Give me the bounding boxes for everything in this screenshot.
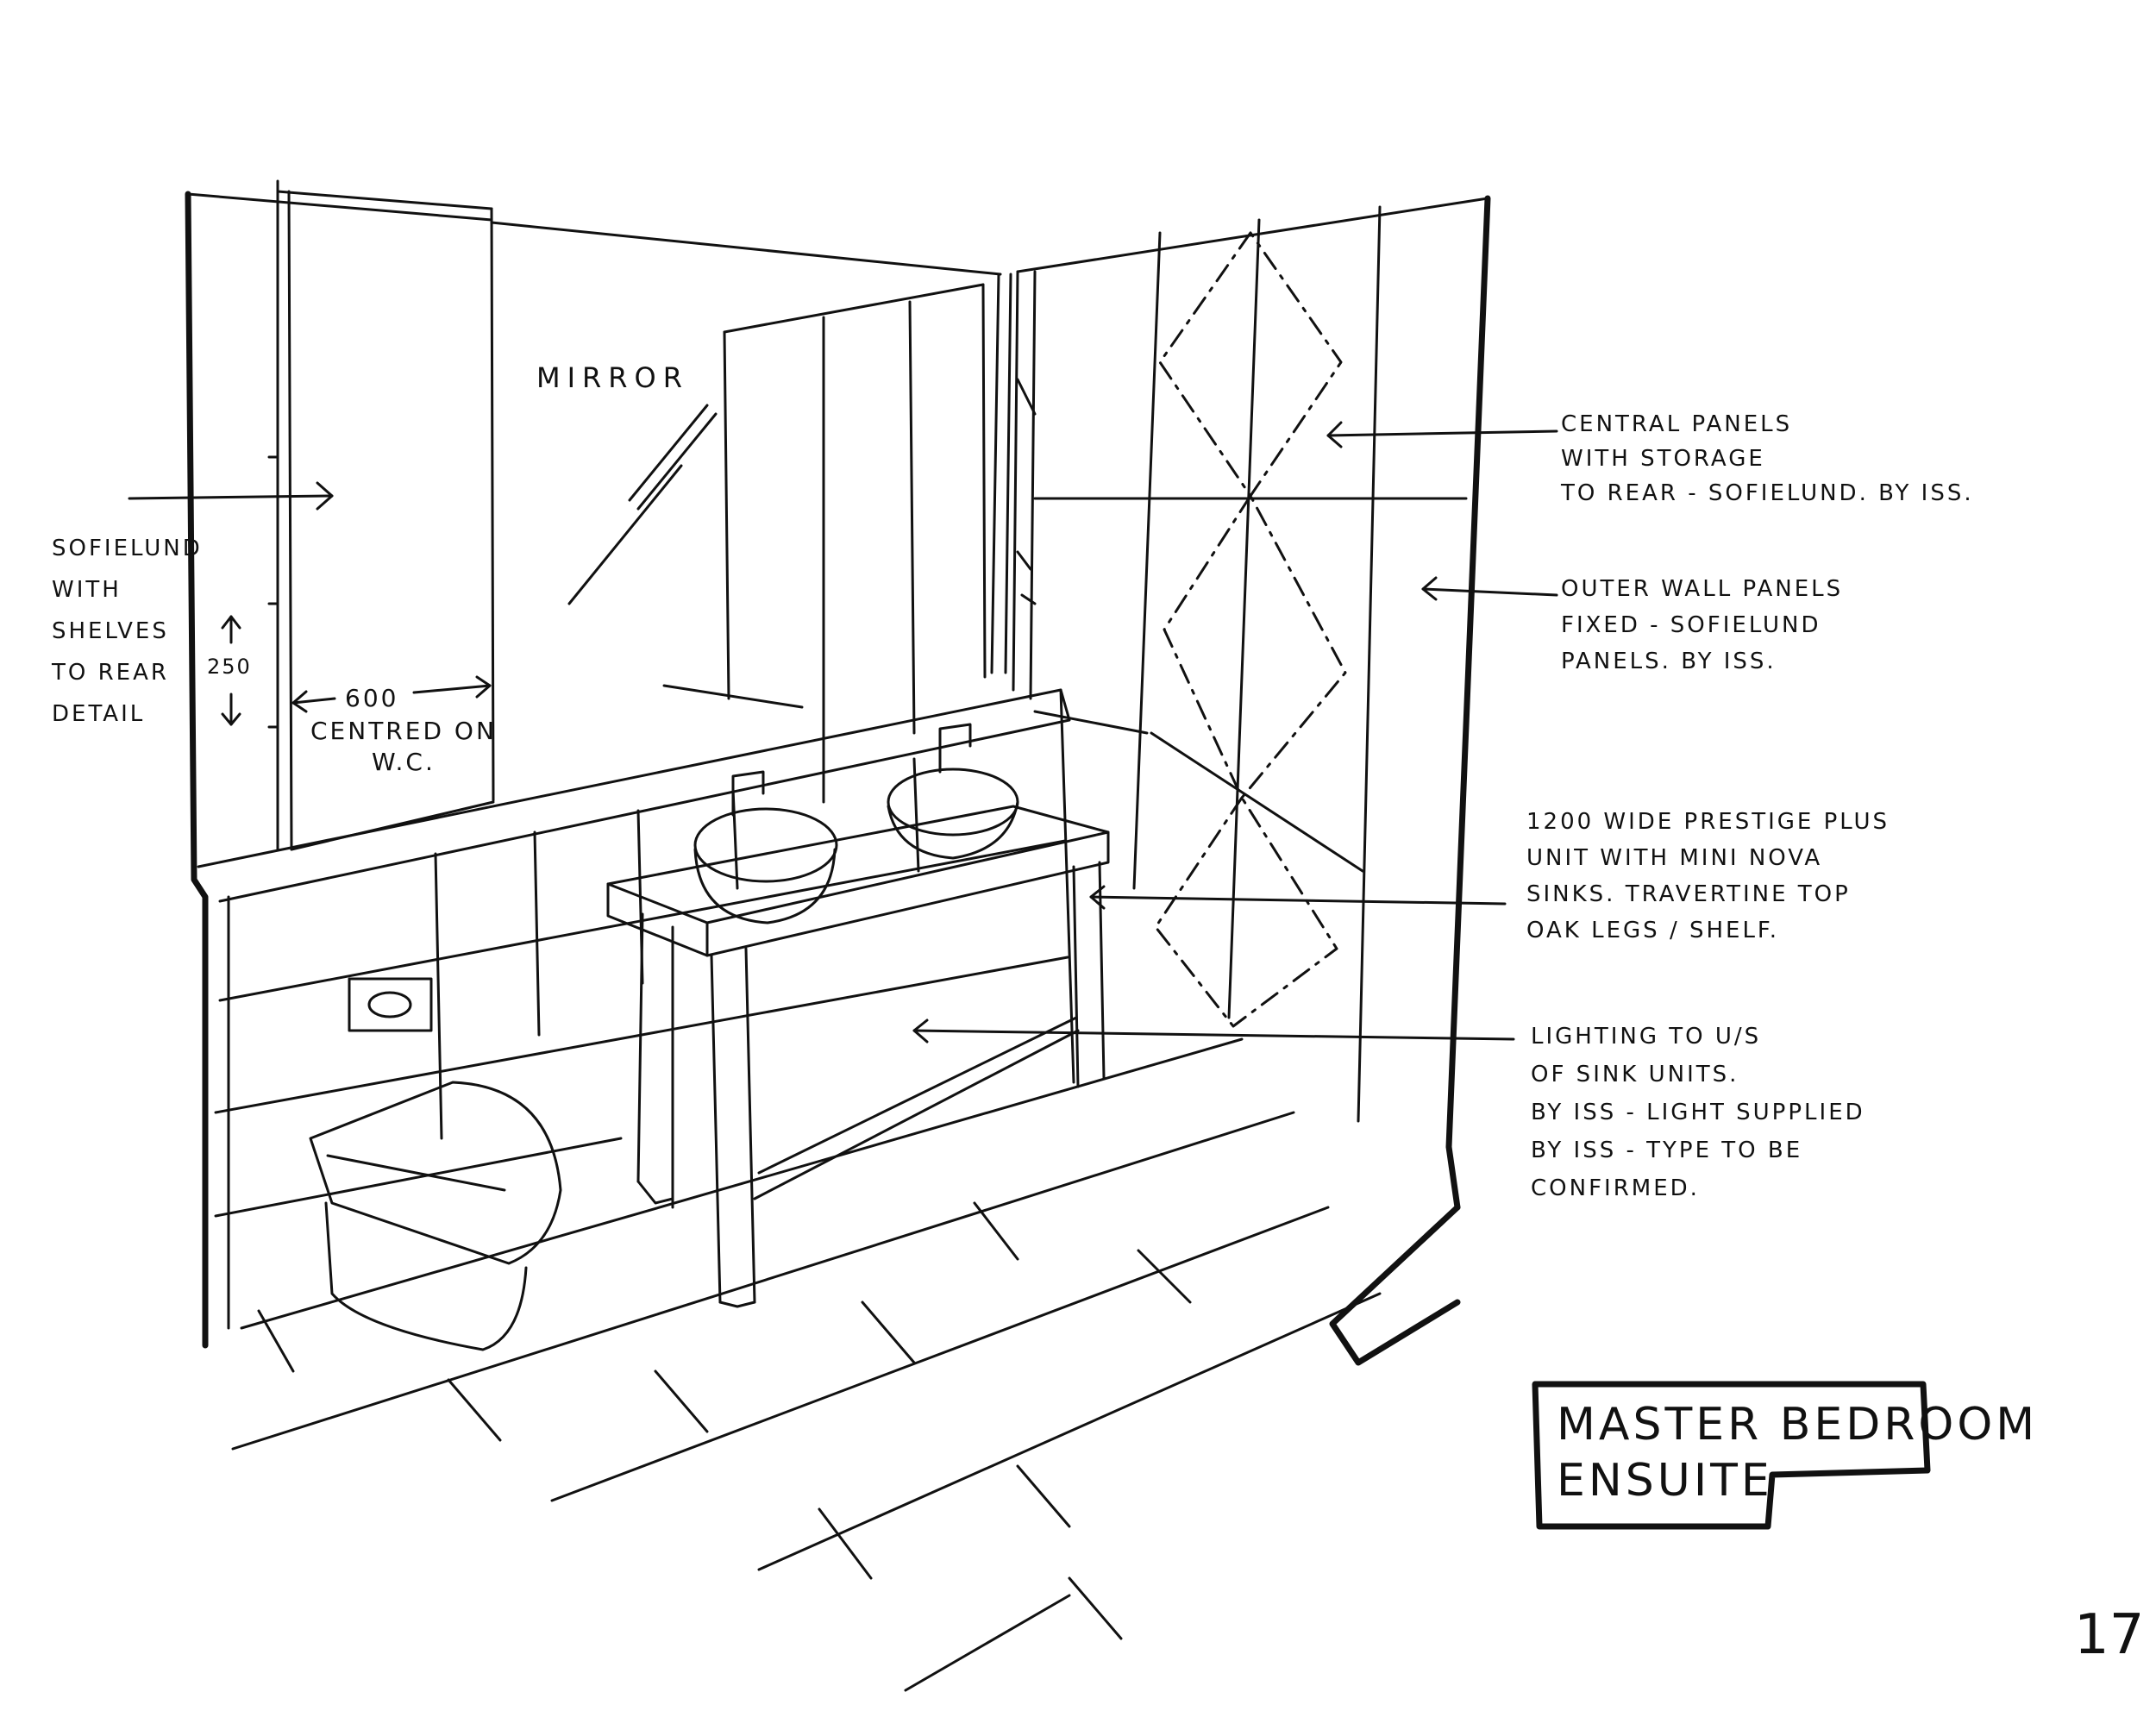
note-lighting-line-3: BY ISS - LIGHT SUPPLIED — [1531, 1100, 1865, 1125]
note-sofielund-shelves-line-1: SOFIELUND — [52, 536, 203, 561]
note-lighting-line-4: BY ISS - TYPE TO BE — [1531, 1137, 1803, 1163]
central-panel-pattern — [1154, 231, 1347, 1028]
note-central-panels-line-2: WITH STORAGE — [1561, 446, 1765, 472]
leaders-and-dimensions — [128, 421, 1558, 1043]
note-centred-on-wc-line-1: CENTRED ON — [310, 717, 497, 745]
note-sofielund-shelves: SOFIELUND WITH SHELVES TO REAR DETAIL — [52, 528, 203, 735]
note-sofielund-shelves-line-4: TO REAR — [52, 660, 169, 686]
title-box-outline — [1532, 1381, 1931, 1530]
note-lighting: LIGHTING TO U/S OF SINK UNITS. BY ISS - … — [1531, 1018, 1865, 1207]
note-sofielund-shelves-line-2: WITH — [52, 577, 122, 603]
note-outer-wall-panels-line-3: PANELS. BY ISS. — [1561, 649, 1777, 674]
note-centred-on-wc-line-2: W.C. — [372, 748, 436, 776]
note-sofielund-shelves-line-5: DETAIL — [52, 701, 146, 727]
note-vanity-unit-line-3: SINKS. TRAVERTINE TOP — [1526, 881, 1851, 907]
note-outer-wall-panels: OUTER WALL PANELS FIXED - SOFIELUND PANE… — [1561, 571, 1843, 680]
sheet-title: MASTER BEDROOM ENSUITE — [1557, 1397, 2038, 1509]
note-lighting-line-2: OF SINK UNITS. — [1531, 1062, 1739, 1087]
sheet-title-line-1: MASTER BEDROOM — [1557, 1399, 2039, 1451]
wall-lines — [186, 179, 1489, 1692]
note-centred-on-wc: CENTRED ON W.C. — [310, 716, 497, 778]
note-central-panels: CENTRAL PANELS WITH STORAGE TO REAR - SO… — [1561, 407, 1974, 511]
note-mirror: MIRROR — [536, 361, 689, 394]
note-vanity-unit-line-4: OAK LEGS / SHELF. — [1526, 918, 1779, 943]
note-vanity-unit-line-2: UNIT WITH MINI NOVA — [1526, 845, 1823, 871]
note-lighting-line-5: CONFIRMED. — [1531, 1175, 1700, 1201]
note-vanity-unit-line-1: 1200 WIDE PRESTIGE PLUS — [1526, 809, 1890, 835]
page-number: 17 — [2074, 1603, 2145, 1667]
sheet-title-line-2: ENSUITE — [1557, 1455, 1773, 1507]
dimension-250: 250 — [207, 655, 252, 679]
note-outer-wall-panels-line-2: FIXED - SOFIELUND — [1561, 612, 1821, 638]
note-central-panels-line-1: CENTRAL PANELS — [1561, 411, 1793, 437]
note-lighting-line-1: LIGHTING TO U/S — [1531, 1024, 1762, 1050]
note-central-panels-line-3: TO REAR - SOFIELUND. BY ISS. — [1561, 480, 1974, 506]
note-vanity-unit: 1200 WIDE PRESTIGE PLUS UNIT WITH MINI N… — [1526, 804, 1890, 949]
dimension-600: 600 — [345, 684, 399, 712]
room-outline — [185, 191, 1491, 1366]
note-sofielund-shelves-line-3: SHELVES — [52, 618, 169, 644]
note-outer-wall-panels-line-1: OUTER WALL PANELS — [1561, 576, 1844, 602]
